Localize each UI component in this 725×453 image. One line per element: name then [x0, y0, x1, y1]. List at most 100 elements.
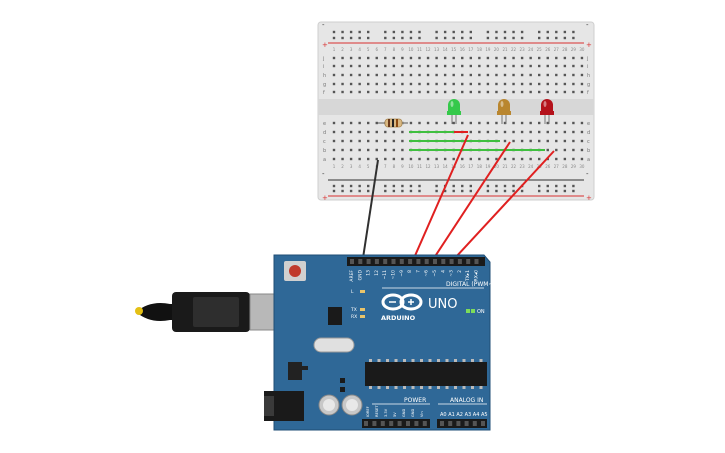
terminal-hole[interactable] [538, 73, 541, 77]
power-pin[interactable] [422, 421, 427, 426]
terminal-hole[interactable] [349, 139, 353, 143]
rail-hole[interactable] [563, 30, 567, 34]
rail-hole[interactable] [443, 30, 447, 34]
terminal-hole[interactable] [426, 64, 430, 68]
header-pin[interactable] [366, 259, 371, 264]
terminal-hole[interactable] [367, 82, 370, 86]
terminal-hole[interactable] [375, 148, 378, 152]
rail-hole[interactable] [520, 36, 524, 40]
terminal-hole[interactable] [538, 64, 541, 68]
header-pin[interactable] [457, 259, 462, 264]
rail-hole[interactable] [495, 30, 498, 34]
rail-hole[interactable] [349, 30, 353, 34]
terminal-hole[interactable] [538, 90, 541, 94]
terminal-hole[interactable] [572, 157, 575, 161]
rail-hole[interactable] [486, 189, 490, 193]
rail-hole[interactable] [418, 36, 421, 40]
terminal-hole[interactable] [392, 157, 396, 161]
terminal-hole[interactable] [375, 56, 378, 60]
rail-hole[interactable] [503, 30, 507, 34]
terminal-hole[interactable] [332, 139, 336, 143]
terminal-hole[interactable] [384, 157, 387, 161]
terminal-hole[interactable] [418, 56, 421, 60]
terminal-hole[interactable] [341, 148, 344, 152]
terminal-hole[interactable] [349, 82, 353, 86]
terminal-hole[interactable] [512, 130, 515, 134]
terminal-hole[interactable] [555, 157, 558, 161]
terminal-hole[interactable] [512, 157, 515, 161]
yellow-led[interactable] [497, 99, 511, 124]
terminal-hole[interactable] [358, 139, 361, 143]
terminal-hole[interactable] [384, 82, 387, 86]
terminal-hole[interactable] [538, 56, 541, 60]
red-led[interactable] [540, 99, 554, 124]
terminal-hole[interactable] [332, 130, 336, 134]
terminal-hole[interactable] [452, 121, 455, 125]
terminal-hole[interactable] [401, 90, 404, 94]
terminal-hole[interactable] [341, 130, 344, 134]
terminal-hole[interactable] [563, 130, 567, 134]
rail-hole[interactable] [349, 36, 353, 40]
terminal-hole[interactable] [392, 56, 396, 60]
header-pin[interactable] [441, 259, 446, 264]
header-pin[interactable] [374, 259, 379, 264]
rail-hole[interactable] [452, 30, 455, 34]
rail-hole[interactable] [392, 189, 396, 193]
terminal-hole[interactable] [443, 90, 447, 94]
terminal-hole[interactable] [503, 64, 507, 68]
terminal-hole[interactable] [469, 56, 472, 60]
terminal-hole[interactable] [358, 82, 361, 86]
terminal-hole[interactable] [572, 64, 575, 68]
terminal-hole[interactable] [418, 157, 421, 161]
rail-hole[interactable] [555, 184, 558, 188]
terminal-hole[interactable] [512, 90, 515, 94]
terminal-hole[interactable] [452, 82, 455, 86]
analog-pin[interactable] [481, 421, 485, 426]
rail-hole[interactable] [409, 189, 413, 193]
rail-hole[interactable] [332, 36, 336, 40]
terminal-hole[interactable] [529, 82, 532, 86]
rail-hole[interactable] [520, 30, 524, 34]
terminal-hole[interactable] [495, 130, 498, 134]
rail-hole[interactable] [384, 189, 387, 193]
terminal-hole[interactable] [452, 157, 455, 161]
terminal-hole[interactable] [546, 82, 549, 86]
terminal-hole[interactable] [452, 64, 455, 68]
terminal-hole[interactable] [367, 121, 370, 125]
terminal-hole[interactable] [375, 130, 378, 134]
terminal-hole[interactable] [349, 56, 353, 60]
terminal-hole[interactable] [580, 157, 584, 161]
terminal-hole[interactable] [401, 82, 404, 86]
rail-hole[interactable] [435, 189, 438, 193]
terminal-hole[interactable] [341, 64, 344, 68]
red-wire-green-led[interactable] [413, 134, 469, 259]
terminal-hole[interactable] [555, 82, 558, 86]
rail-hole[interactable] [461, 30, 464, 34]
terminal-hole[interactable] [486, 56, 490, 60]
rail-hole[interactable] [332, 30, 336, 34]
terminal-hole[interactable] [426, 73, 430, 77]
header-pin[interactable] [466, 259, 471, 264]
header-pin[interactable] [358, 259, 363, 264]
rail-hole[interactable] [392, 30, 396, 34]
rail-hole[interactable] [435, 184, 438, 188]
header-pin[interactable] [399, 259, 404, 264]
rail-hole[interactable] [495, 189, 498, 193]
rail-hole[interactable] [572, 184, 575, 188]
terminal-hole[interactable] [512, 64, 515, 68]
rail-hole[interactable] [341, 30, 344, 34]
terminal-hole[interactable] [332, 157, 336, 161]
usb-cable[interactable] [135, 292, 307, 332]
rail-hole[interactable] [384, 36, 387, 40]
terminal-hole[interactable] [520, 121, 524, 125]
terminal-hole[interactable] [520, 82, 524, 86]
red-wire-yellow-led[interactable] [433, 141, 511, 259]
rail-hole[interactable] [349, 184, 353, 188]
terminal-hole[interactable] [332, 121, 336, 125]
rail-hole[interactable] [443, 36, 447, 40]
rail-hole[interactable] [546, 184, 549, 188]
rail-hole[interactable] [341, 189, 344, 193]
terminal-hole[interactable] [478, 130, 481, 134]
rail-hole[interactable] [392, 36, 396, 40]
terminal-hole[interactable] [401, 148, 404, 152]
